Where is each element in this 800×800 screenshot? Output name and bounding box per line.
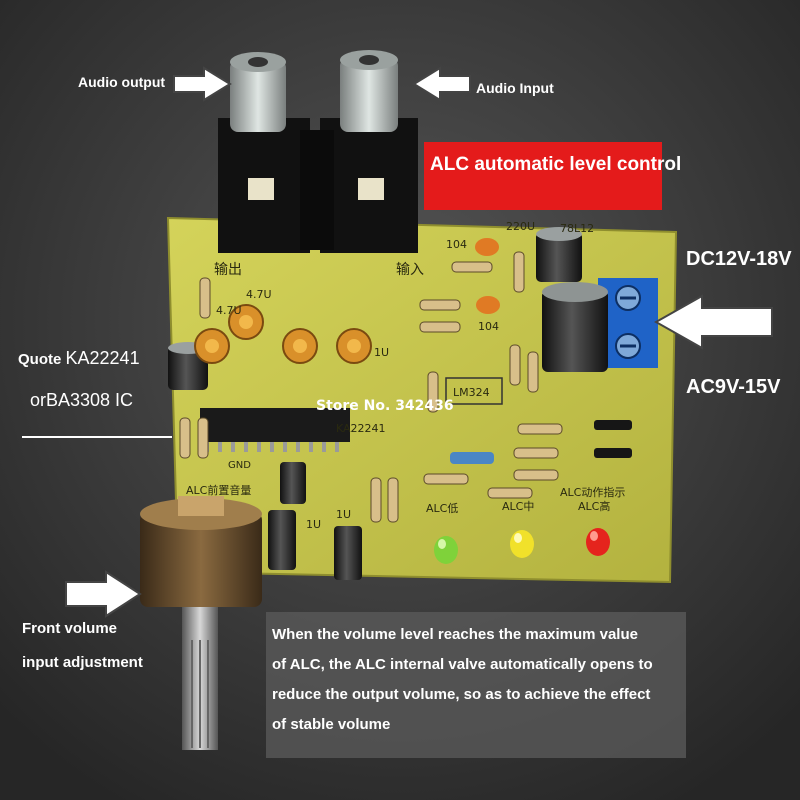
silkscreen-104-b: 104 [478, 320, 499, 333]
quote-label-line1: Quote KA22241 [18, 348, 140, 369]
description-line: reduce the output volume, so as to achie… [272, 686, 651, 703]
silkscreen-alc-low: ALC低 [426, 502, 458, 515]
capacitor-220u [542, 282, 608, 372]
arrow-left-icon [654, 294, 773, 350]
quote-ic-part: KA22241 [65, 348, 140, 368]
silkscreen-ic: KA22241 [336, 422, 386, 435]
capacitor-small-top [536, 227, 582, 282]
quote-prefix: Quote [18, 351, 62, 368]
silkscreen-4-7u-a: 4.7U [246, 288, 272, 301]
ac-voltage-label: AC9V-15V [686, 376, 781, 398]
rca-jack-input [320, 50, 418, 253]
audio-input-label: Audio Input [476, 80, 554, 96]
led-red [586, 528, 610, 556]
silkscreen-4-7u-b: 4.7U [216, 304, 242, 317]
silkscreen-output: 输出 [214, 262, 242, 278]
description-box: When the volume level reaches the maximu… [266, 612, 686, 758]
silkscreen-alc-high: ALC高 [578, 499, 610, 513]
silkscreen-220u: 220U [506, 220, 535, 233]
arrow-right-icon [173, 66, 232, 102]
silkscreen-gnd: GND [228, 460, 251, 471]
silkscreen-1u-b: 1U [306, 518, 321, 531]
quote-divider [22, 436, 172, 438]
silkscreen-store: Store No. 342436 [316, 398, 454, 414]
front-volume-label-line2: input adjustment [22, 654, 143, 671]
led-yellow [510, 530, 534, 558]
resistors [179, 251, 563, 523]
front-volume-label-line1: Front volume [22, 620, 118, 637]
silkscreen-104-a: 104 [446, 238, 467, 251]
silkscreen-alc-mid: ALC中 [502, 500, 534, 513]
ic-ka22241 [200, 408, 350, 442]
volume-potentiometer [140, 496, 262, 750]
capacitor-lower-group [268, 462, 362, 580]
silkscreen-lm324: LM324 [453, 386, 490, 399]
silkscreen-1u-a: 1U [374, 346, 389, 359]
description-line: of stable volume [272, 716, 391, 733]
led-green [434, 536, 458, 564]
rca-jack-output [218, 52, 310, 253]
arrow-left-icon [412, 66, 471, 102]
quote-label-line2: orBA3308 IC [30, 390, 134, 410]
dc-voltage-label: DC12V-18V [686, 248, 792, 270]
silkscreen-input: 输入 [396, 262, 424, 278]
silkscreen-78l12: 78L12 [560, 222, 594, 235]
silkscreen-alc-indicator: ALC动作指示 [560, 485, 625, 499]
description-line: When the volume level reaches the maximu… [272, 626, 638, 643]
silkscreen-1u-c: 1U [336, 508, 351, 521]
silkscreen-alc-front-volume: ALC前置音量 [186, 483, 251, 497]
audio-output-label: Audio output [78, 74, 166, 90]
description-line: of ALC, the ALC internal valve automatic… [272, 656, 653, 673]
arrow-right-icon [65, 570, 142, 618]
alc-banner: ALC automatic level control [424, 142, 681, 210]
